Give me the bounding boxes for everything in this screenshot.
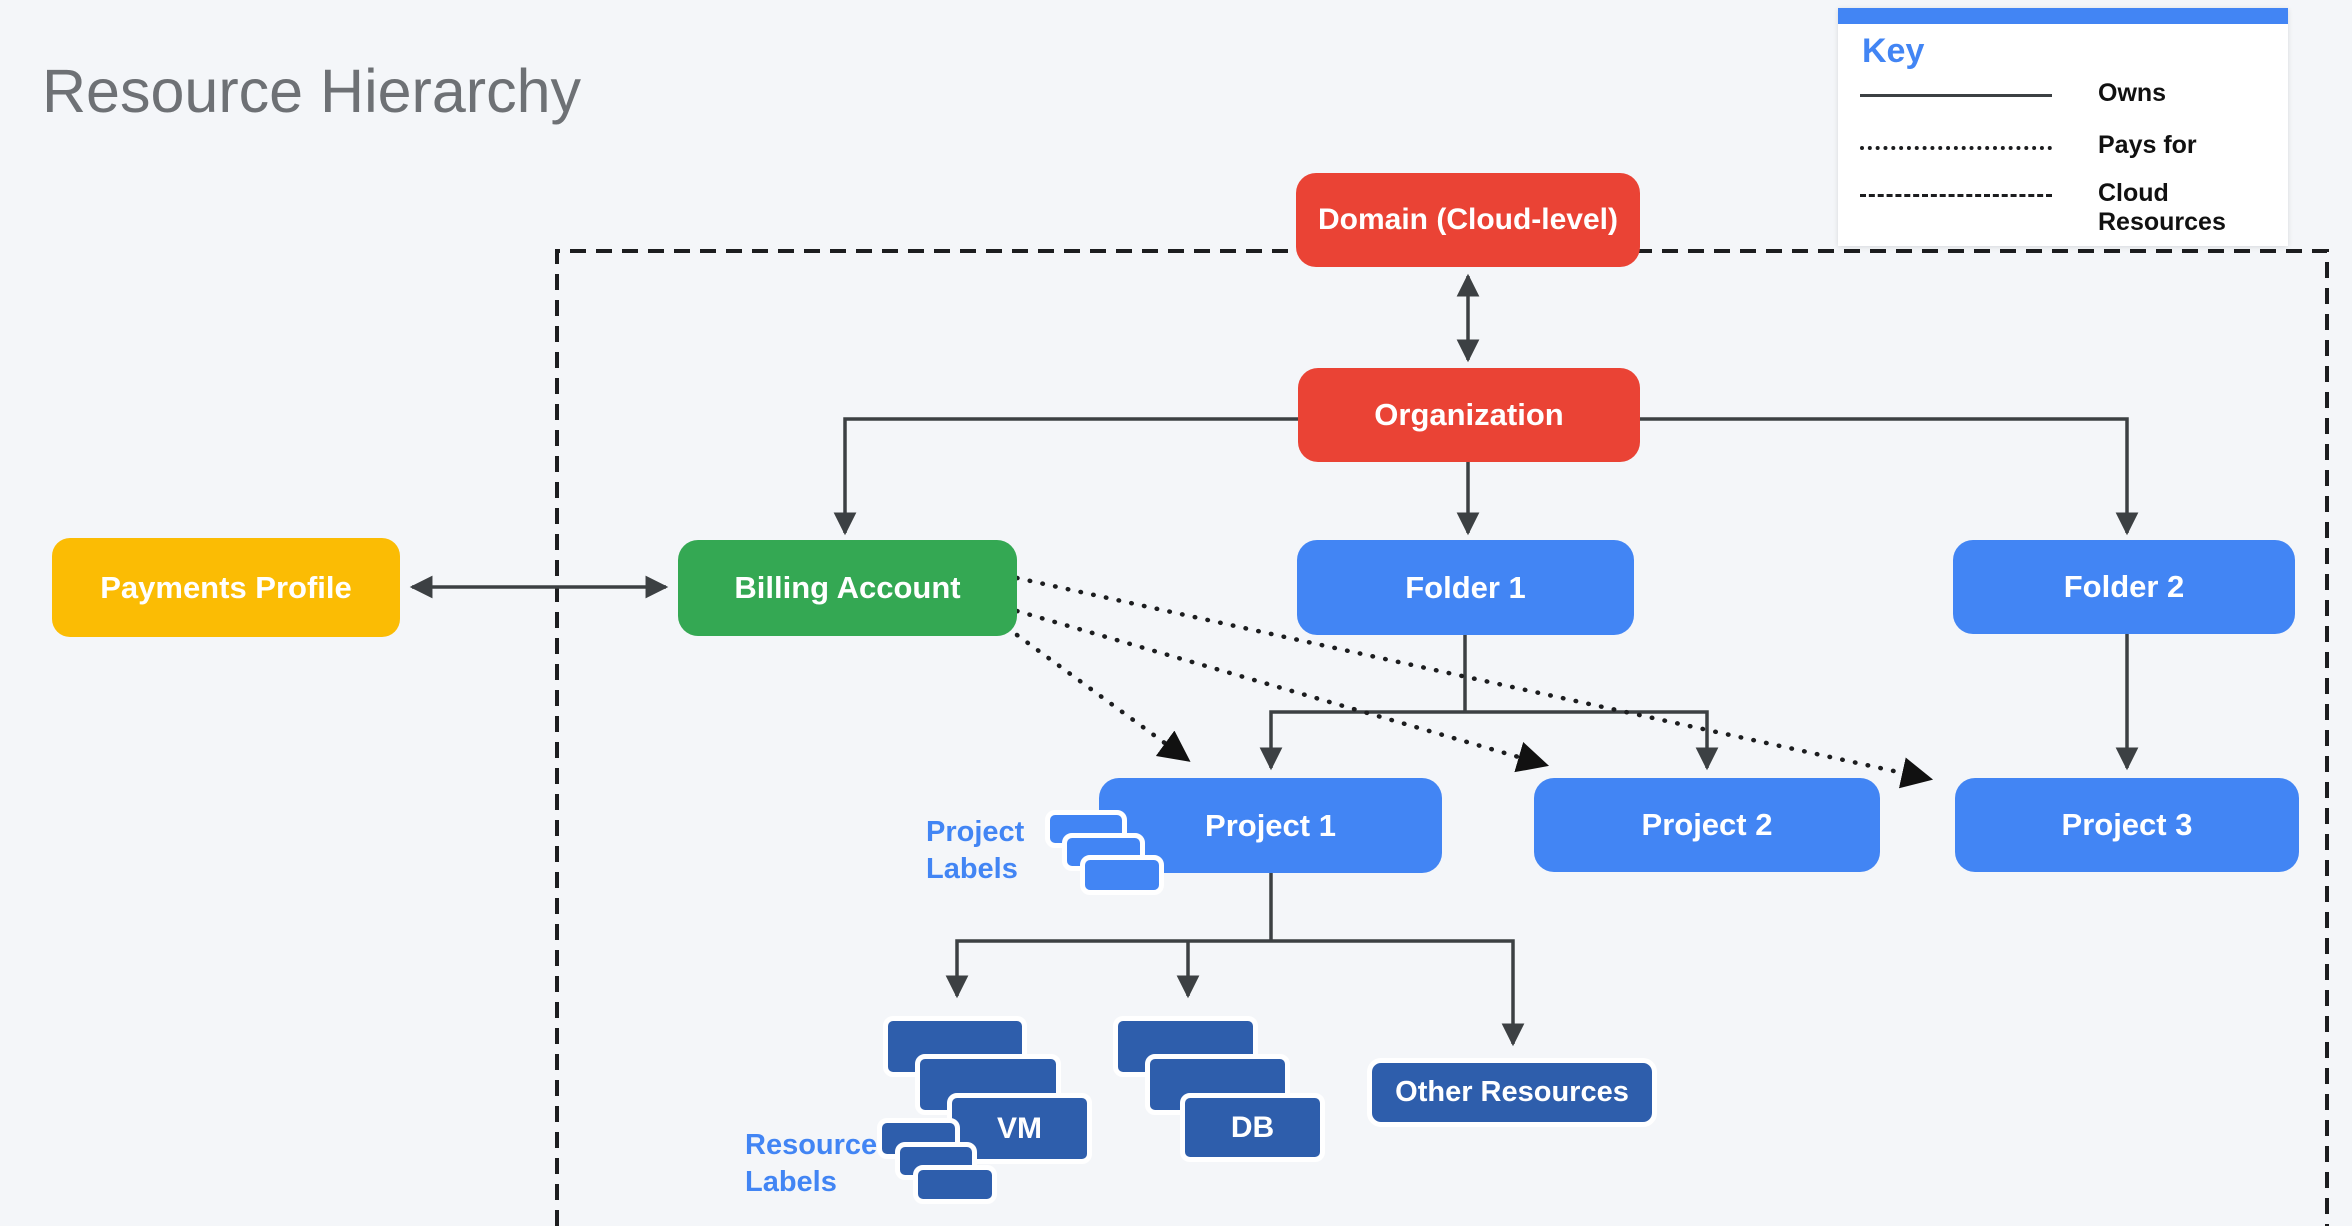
node-organization: Organization [1298,368,1640,462]
project-labels-stack-icon [1080,855,1164,895]
edge-billing-project2-paysfor [1014,608,1550,773]
node-project-2: Project 2 [1534,778,1880,872]
legend-accent-bar [1838,8,2288,24]
edge-billing-project3-paysfor [1014,575,1934,789]
legend-dashed-line-sample [1860,194,2052,197]
project-labels-annotation: Project Labels [926,816,1025,885]
legend-label-owns: Owns [2098,79,2167,107]
legend-solid-line-sample [1860,94,2052,97]
node-other-resources: Other Resources [1367,1058,1657,1127]
page-title: Resource Hierarchy [42,57,582,125]
edge-billing-project1-paysfor [1014,632,1191,763]
node-billing-account: Billing Account [678,540,1017,636]
edge-project1-vm-other [945,939,1525,1047]
resource-labels-annotation: Resource Labels [745,1129,878,1198]
legend-title: Key [1862,32,1925,70]
edge-folder1-projects [1259,710,1719,771]
db-node-card: DB [1180,1093,1325,1162]
node-domain: Domain (Cloud-level) [1296,173,1640,267]
node-payments-profile: Payments Profile [52,538,400,637]
node-folder-1: Folder 1 [1297,540,1634,635]
legend-label-pays-for: Pays for [2098,131,2197,159]
node-folder-2: Folder 2 [1953,540,2295,634]
node-project-3: Project 3 [1955,778,2299,872]
resource-labels-stack-icon [913,1165,997,1204]
legend-dotted-line-sample [1860,146,2052,150]
legend-label-cloud-resources: Cloud Resources [2098,179,2226,236]
legend-panel: Key Owns Pays for Cloud Resources [1838,8,2288,246]
